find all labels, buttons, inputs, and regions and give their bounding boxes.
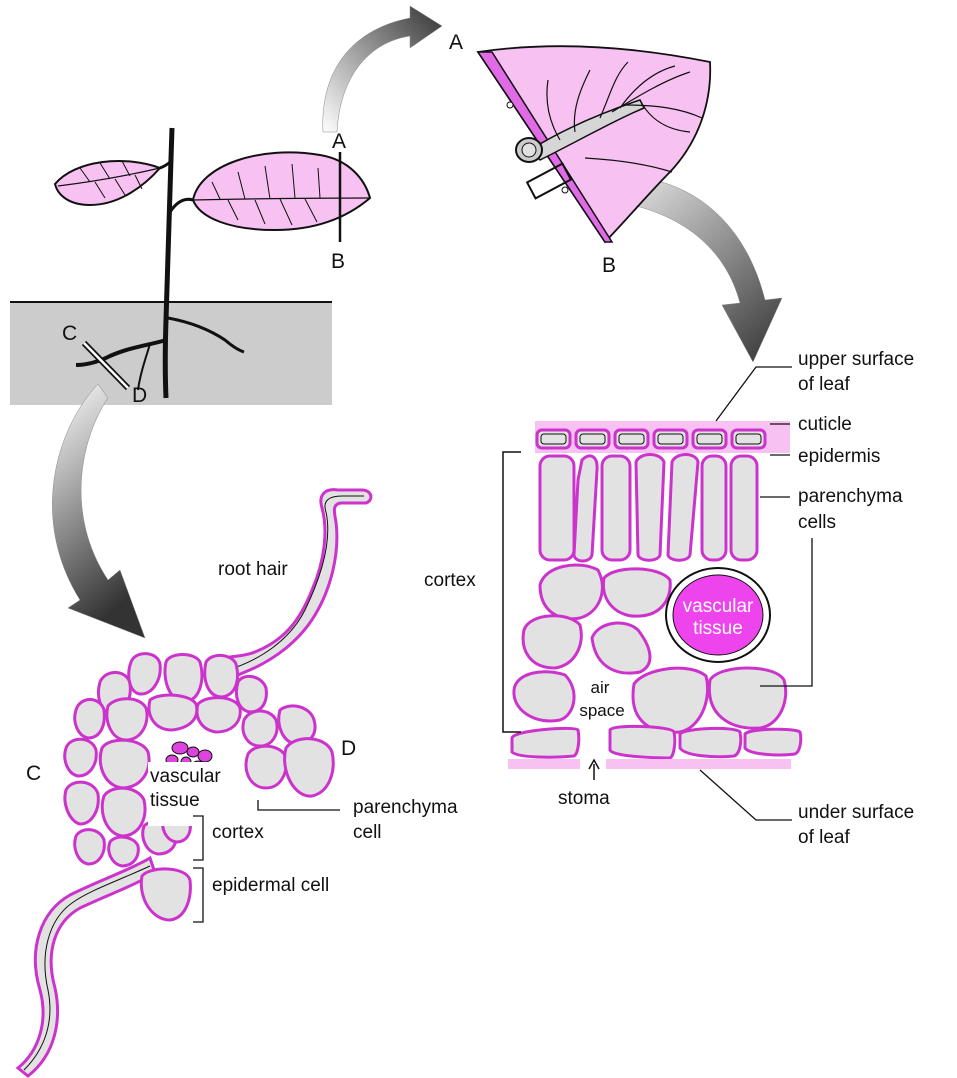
plant-label-c: C [62, 322, 77, 345]
under-surface-label-1: under surface [798, 802, 914, 823]
leaf-left [55, 161, 160, 205]
upper-surface-leader [716, 367, 792, 421]
leaf-air-label-1: air [591, 678, 610, 697]
leaf-piece-label-a: A [449, 31, 463, 54]
stoma-label: stoma [558, 788, 610, 809]
stoma-arrow [589, 760, 599, 780]
plant-label-a: A [332, 130, 346, 153]
upper-surface-label-2: of leaf [798, 374, 850, 395]
leaf-cortex-label: cortex [424, 570, 476, 591]
plant-illustration: A B C D [10, 128, 370, 407]
root-epidermal-bracket [193, 868, 203, 922]
under-surface-label-2: of leaf [798, 827, 850, 848]
under-surface-leader [700, 770, 792, 820]
leaf-right [193, 152, 370, 230]
leaf-vascular-label-2: tissue [693, 618, 743, 639]
leaf-parenchyma-label-1: parenchyma [798, 486, 903, 507]
root-vascular-label-1: vascular [150, 766, 221, 787]
arrow-to-root-section [52, 384, 145, 638]
leaf-under-band-right [606, 759, 791, 769]
root-cortex-label: cortex [212, 822, 264, 843]
root-hair-upper [222, 490, 371, 684]
root-epidermal-label: epidermal cell [212, 875, 329, 896]
epidermis-label: epidermis [798, 446, 880, 467]
root-label-d: D [341, 737, 356, 760]
leaf-piece: A B [449, 31, 710, 277]
leaf-vascular-label-1: vascular [683, 596, 754, 617]
root-label-c: C [26, 762, 41, 785]
leaf-parenchyma-label-2: cells [798, 512, 836, 533]
leaf-palisade-cells [540, 455, 757, 562]
arrow-to-leaf-piece [323, 6, 442, 132]
root-hair-lower [18, 858, 155, 1076]
plant-label-d: D [132, 384, 147, 407]
root-parenchyma-leader [258, 800, 340, 810]
leaf-under-band-left [508, 759, 580, 769]
leaf-cross-section: vascular tissue cortex air space stoma u… [424, 349, 914, 848]
root-parenchyma-label-1: parenchyma [353, 797, 458, 818]
petiole-right [170, 199, 193, 212]
plant-label-b: B [331, 250, 345, 273]
leaf-piece-label-b: B [602, 254, 616, 277]
root-parenchyma-label-2: cell [353, 822, 382, 843]
root-vascular-label-2: tissue [150, 790, 200, 811]
root-hair-label: root hair [218, 559, 288, 580]
upper-surface-label-1: upper surface [798, 349, 914, 370]
leaf-air-label-2: space [579, 701, 624, 720]
cuticle-label: cuticle [798, 414, 852, 435]
